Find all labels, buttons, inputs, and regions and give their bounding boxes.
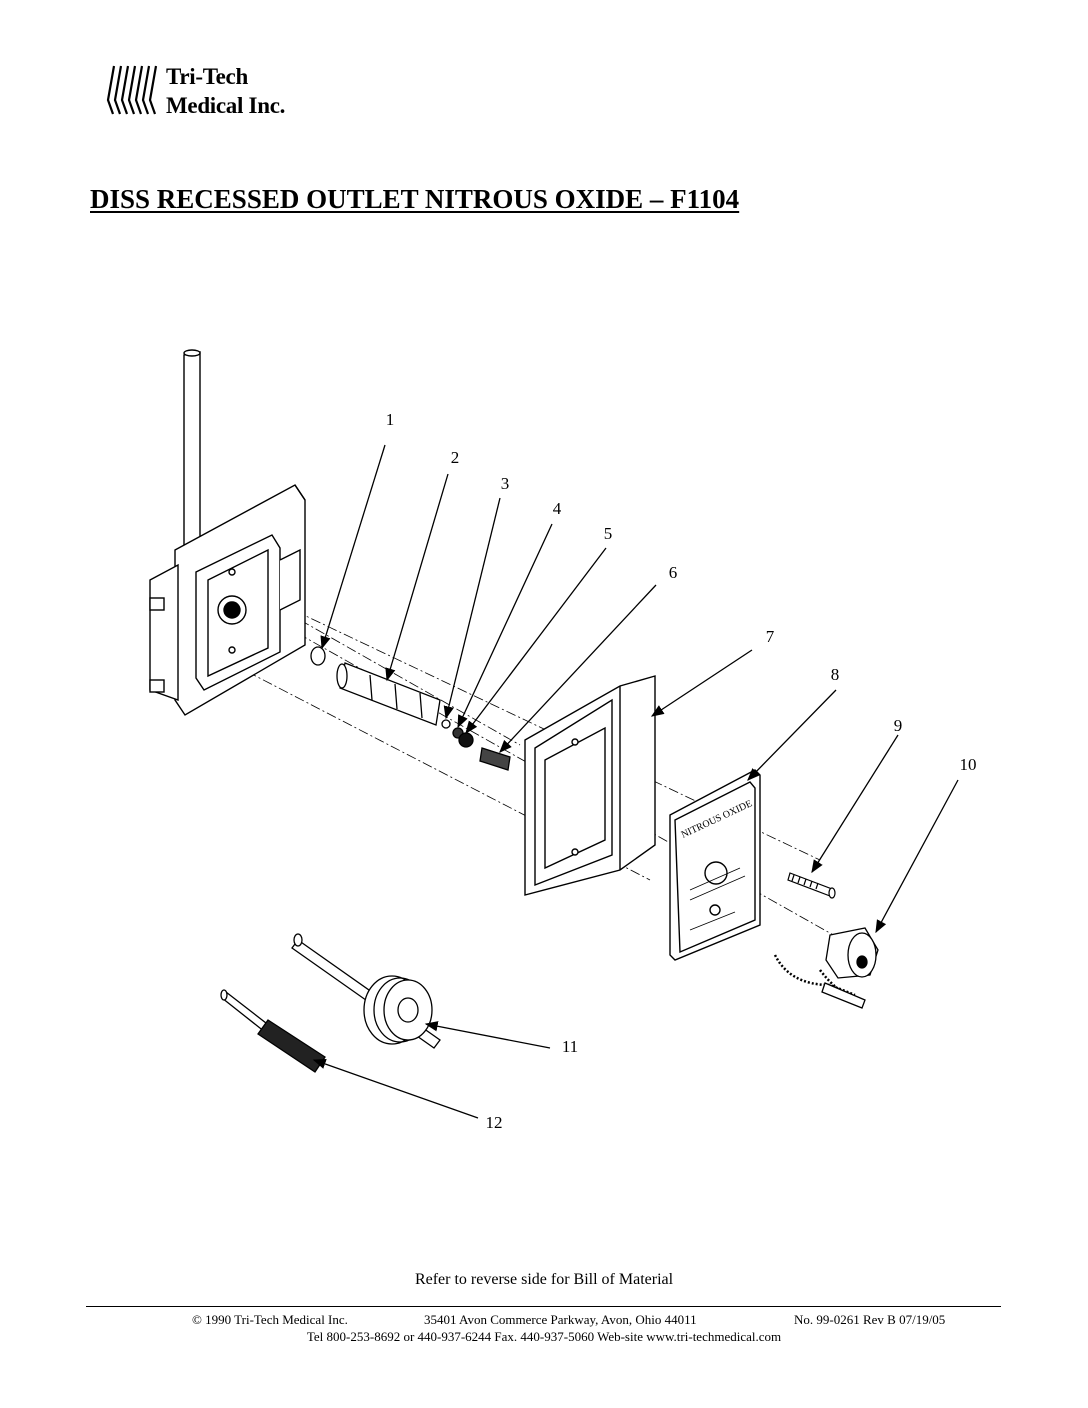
callout-11: 11 (562, 1037, 578, 1056)
company-name: Tri-Tech Medical Inc. (166, 62, 285, 120)
company-logo: Tri-Tech Medical Inc. (106, 60, 316, 120)
page-title: DISS RECESSED OUTLET NITROUS OXIDE – F11… (90, 184, 740, 214)
company-name-line1: Tri-Tech (166, 64, 248, 89)
footer-document-number: No. 99-0261 Rev B 07/19/05 (794, 1312, 946, 1327)
callout-6: 6 (669, 563, 678, 582)
trim-frame-part-7 (524, 675, 656, 896)
logo-stripes-icon (106, 65, 158, 115)
bill-of-material-note: Refer to reverse side for Bill of Materi… (414, 1271, 674, 1288)
callout-4: 4 (553, 499, 562, 518)
footer-copyright: © 1990 Tri-Tech Medical Inc. (192, 1312, 348, 1327)
check-valve-body-part-2 (339, 662, 441, 726)
company-name-line2: Medical Inc. (166, 93, 286, 118)
screw-part-9 (787, 872, 836, 899)
callout-5: 5 (604, 524, 613, 543)
o-ring-part-1 (310, 646, 326, 666)
callout-2: 2 (451, 448, 460, 467)
test-plug-part-11 (291, 933, 441, 1049)
footer-divider (86, 1306, 1001, 1307)
nut-part-5 (458, 732, 474, 748)
footer-address: 35401 Avon Commerce Parkway, Avon, Ohio … (424, 1312, 697, 1327)
callout-1: 1 (386, 410, 395, 429)
rough-in-backbox (149, 349, 306, 716)
ball-part-3 (441, 719, 451, 729)
callout-8: 8 (831, 665, 840, 684)
callout-9: 9 (894, 716, 903, 735)
faceplate-part-8: NITROUS OXIDE (669, 769, 761, 961)
leader-lines (312, 444, 959, 1119)
dust-cap-part-10 (773, 927, 879, 1009)
footer-contact: Tel 800-253-8692 or 440-937-6244 Fax. 44… (306, 1329, 782, 1344)
callout-12: 12 (486, 1113, 503, 1132)
diss-fitting-part-6 (479, 747, 511, 771)
callout-3: 3 (501, 474, 510, 493)
pin-tool-part-12 (220, 989, 326, 1073)
exploded-diagram: NITROUS OXIDE (149, 349, 977, 1132)
outlet-components (310, 646, 511, 771)
callout-7: 7 (766, 627, 775, 646)
callout-10: 10 (960, 755, 977, 774)
